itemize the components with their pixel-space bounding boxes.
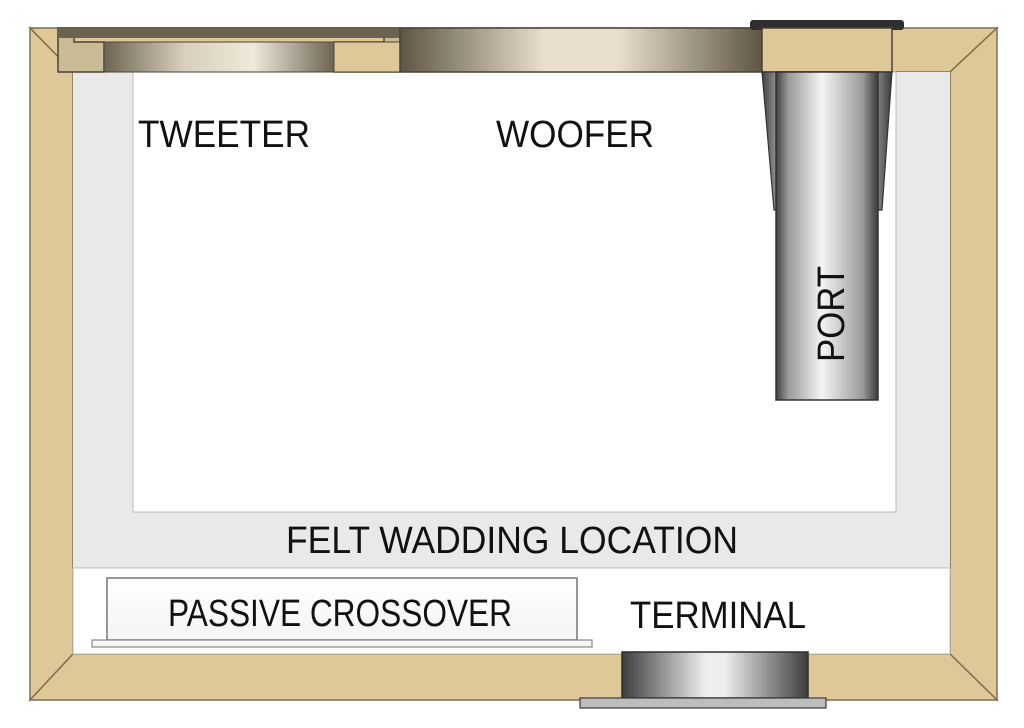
woofer-label: WOOFER xyxy=(496,114,654,156)
port-label: PORT xyxy=(811,266,853,362)
tweeter-label: TWEETER xyxy=(138,114,310,156)
woofer-driver-icon xyxy=(399,27,763,73)
tweeter-driver-icon xyxy=(57,27,401,73)
port-tube-icon xyxy=(750,20,904,401)
left-wall xyxy=(29,26,74,702)
passive-crossover-label: PASSIVE CROSSOVER xyxy=(168,593,512,635)
right-wall xyxy=(949,26,998,702)
terminal-label: TERMINAL xyxy=(630,595,806,637)
bottom-wall xyxy=(28,653,999,701)
crossover-board-icon xyxy=(91,577,593,648)
felt-wadding-label: FELT WADDING LOCATION xyxy=(286,520,738,562)
terminal-cup-icon xyxy=(579,651,827,709)
